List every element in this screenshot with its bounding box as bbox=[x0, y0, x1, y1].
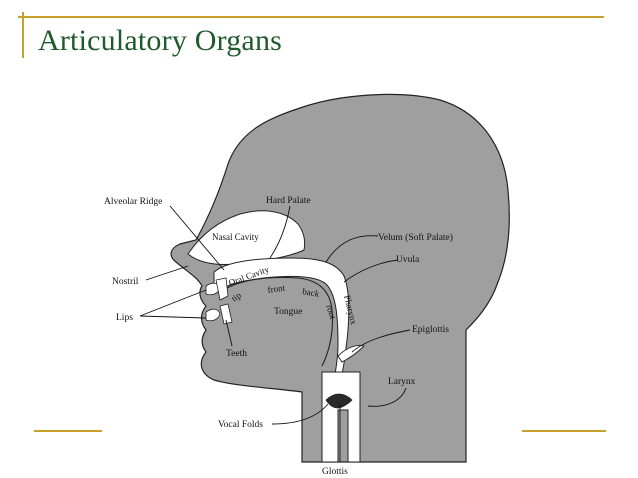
epiglottis-leader bbox=[351, 329, 411, 353]
label-nasal-cavity: Nasal Cavity bbox=[212, 232, 259, 242]
label-root: root bbox=[324, 304, 338, 321]
hard-palate-leader bbox=[269, 205, 291, 259]
tongue-outline bbox=[219, 276, 334, 367]
label-teeth: Teeth bbox=[226, 349, 247, 359]
bottom-right-rule bbox=[522, 430, 606, 432]
windpipe bbox=[321, 371, 361, 463]
label-glottis: Glottis bbox=[322, 467, 348, 477]
epiglottis-shape bbox=[337, 345, 365, 363]
lips-upper-leader bbox=[139, 289, 207, 317]
label-back: back bbox=[302, 286, 321, 299]
vocal-folds-shape bbox=[325, 393, 353, 409]
alveolar-ridge-leader bbox=[169, 205, 225, 271]
top-rule bbox=[18, 16, 604, 18]
label-velum: Velum (Soft Palate) bbox=[378, 232, 453, 243]
bottom-left-rule bbox=[34, 430, 102, 432]
velum-leader bbox=[325, 235, 379, 263]
slide-title: Articulatory Organs bbox=[38, 24, 283, 57]
larynx-leader bbox=[367, 387, 407, 407]
label-uvula: Uvula bbox=[396, 255, 420, 265]
label-lips: Lips bbox=[116, 313, 133, 323]
lower-lip-shape bbox=[205, 308, 221, 322]
label-vocal-folds: Vocal Folds bbox=[218, 420, 263, 430]
label-larynx: Larynx bbox=[388, 377, 416, 387]
lower-teeth-shape bbox=[219, 303, 233, 325]
label-tongue: Tongue bbox=[274, 307, 302, 317]
label-hard-palate: Hard Palate bbox=[266, 196, 311, 206]
label-epiglottis: Epiglottis bbox=[412, 325, 449, 335]
upper-teeth-shape bbox=[215, 277, 229, 301]
label-alveolar-ridge: Alveolar Ridge bbox=[104, 197, 162, 207]
label-nostril: Nostril bbox=[112, 277, 139, 287]
vocal-folds-leader bbox=[271, 403, 329, 425]
teeth-leader bbox=[225, 319, 233, 347]
uvula-leader bbox=[343, 259, 399, 283]
nostril-leader bbox=[145, 265, 189, 281]
lips-lower-leader bbox=[139, 315, 207, 319]
label-front: front bbox=[267, 283, 286, 295]
left-rule bbox=[22, 12, 24, 58]
